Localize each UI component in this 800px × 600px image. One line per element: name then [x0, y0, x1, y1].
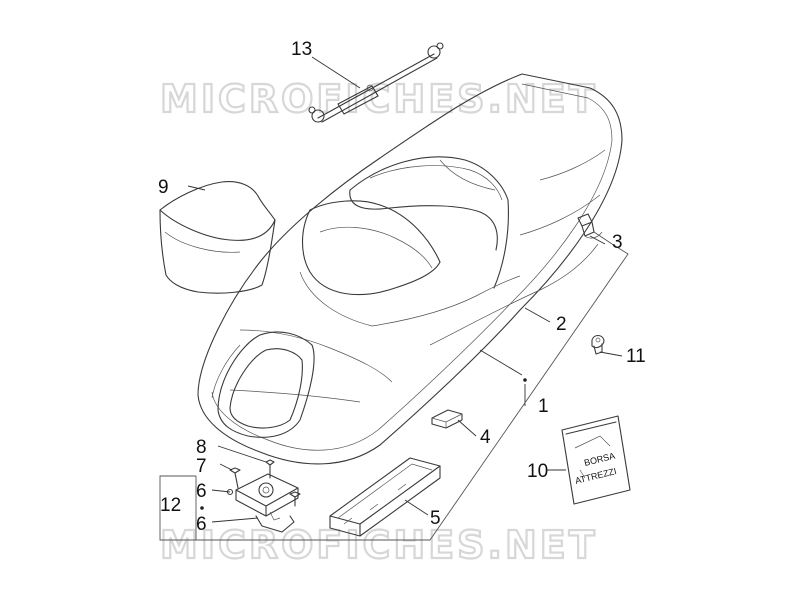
- callout-3: 3: [612, 232, 623, 253]
- leader-dot: [200, 506, 204, 510]
- watermark-top: MICROFICHES.NET: [160, 77, 598, 121]
- tool-bag-label-line1: BORSA: [583, 451, 616, 468]
- callout-7: 7: [196, 456, 207, 477]
- callout-11: 11: [626, 346, 646, 367]
- callout-4: 4: [480, 427, 491, 448]
- gas-strut-part[interactable]: [308, 42, 444, 123]
- callout-5: 5: [430, 508, 441, 529]
- callout-10: 9: [158, 177, 169, 198]
- callout-6b: 6: [196, 514, 207, 535]
- group-bracket-lines: [159, 231, 629, 541]
- rubber-block-part-4[interactable]: [431, 409, 463, 429]
- leader-lines: [187, 56, 623, 523]
- leader-dot: [523, 378, 527, 382]
- callout-1: 1: [538, 396, 549, 417]
- callout-9: 10: [527, 461, 548, 482]
- callout-2: 2: [556, 314, 567, 335]
- tool-bag-part[interactable]: BORSA ATTREZZI: [561, 415, 631, 505]
- callout-12: 12: [160, 495, 181, 516]
- lock-bracket-part[interactable]: [226, 459, 301, 533]
- callout-8: 8: [196, 437, 207, 458]
- tray-part-5[interactable]: [329, 457, 441, 537]
- callout-13: 13: [291, 39, 312, 60]
- seat-assembly-part[interactable]: [197, 73, 623, 465]
- tool-bag-label-line2: ATTREZZI: [574, 466, 617, 486]
- screw-part-11[interactable]: [591, 334, 605, 355]
- callout-6a: 6: [196, 481, 207, 502]
- callouts: 13 9 3 2 11 1 4 10 5 8 7 6 12 6: [158, 39, 646, 535]
- watermark-bottom: MICROFICHES.NET: [160, 523, 598, 567]
- seat-cover-part[interactable]: [159, 181, 276, 294]
